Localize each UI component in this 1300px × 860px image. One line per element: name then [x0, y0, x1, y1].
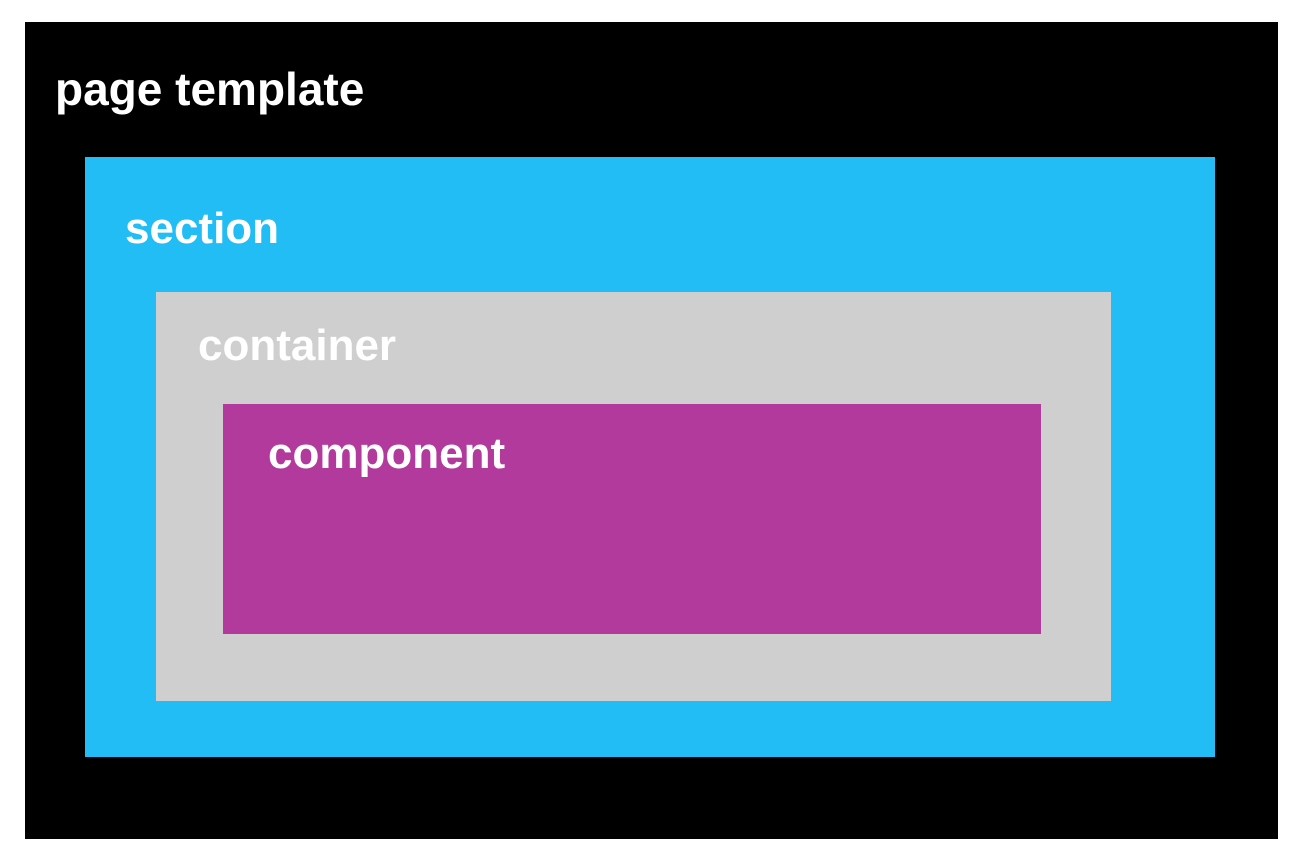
- container-label: container: [198, 321, 397, 370]
- section-label: section: [125, 204, 280, 253]
- section-box[interactable]: section container component: [85, 157, 1215, 757]
- page-template-box[interactable]: page template section container componen…: [25, 22, 1278, 839]
- component-label: component: [268, 429, 506, 478]
- page-template-label: page template: [55, 63, 365, 115]
- container-box[interactable]: container component: [156, 292, 1111, 701]
- component-box[interactable]: component: [223, 404, 1041, 634]
